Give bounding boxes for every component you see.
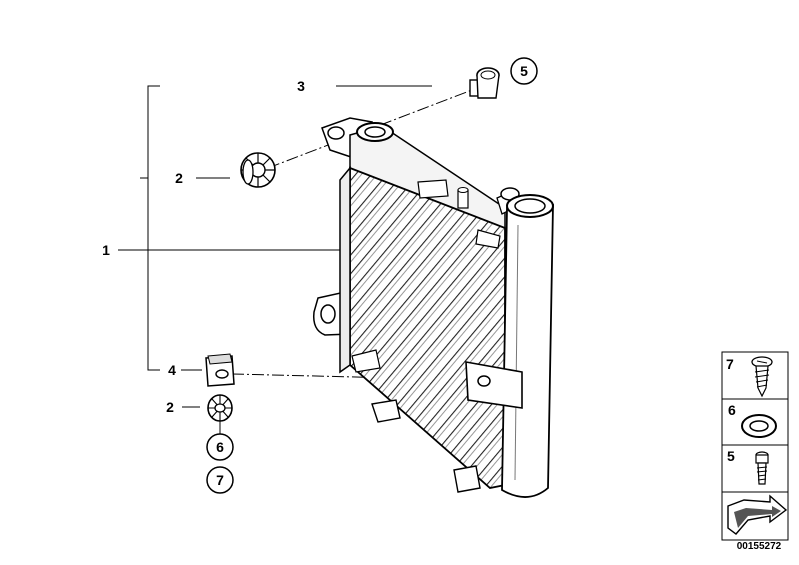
callout-6-circled: 6 xyxy=(216,439,224,455)
hardware-legend-panel: 7 6 5 xyxy=(721,351,789,541)
callout-1: 1 xyxy=(102,242,110,258)
legend-item-5-number: 5 xyxy=(727,448,735,464)
callout-7-circled: 7 xyxy=(216,472,224,488)
oil-cooler-radiator xyxy=(312,117,554,498)
callout-3: 3 xyxy=(297,78,305,94)
legend-item-7-number: 7 xyxy=(726,356,734,372)
right-tube xyxy=(501,204,554,498)
callout-5-circled: 5 xyxy=(520,63,528,79)
callout-2-lower: 2 xyxy=(166,399,174,415)
bolt-icon xyxy=(755,451,769,485)
rubber-grommet-upper xyxy=(240,152,276,188)
catalog-number: 00155272 xyxy=(736,541,782,552)
callout-2-upper: 2 xyxy=(175,170,183,186)
top-bolt xyxy=(469,67,500,99)
direction-arrow-icon xyxy=(727,494,788,535)
lower-bracket xyxy=(465,361,523,409)
rubber-grommet-lower xyxy=(207,394,233,422)
screw-icon xyxy=(751,356,773,398)
nut-clip xyxy=(205,353,235,387)
callout-4: 4 xyxy=(168,362,176,378)
washer-icon xyxy=(741,414,777,438)
legend-item-6-number: 6 xyxy=(728,402,736,418)
callout-labels: 3 2 1 4 2 5 6 7 xyxy=(102,57,538,494)
